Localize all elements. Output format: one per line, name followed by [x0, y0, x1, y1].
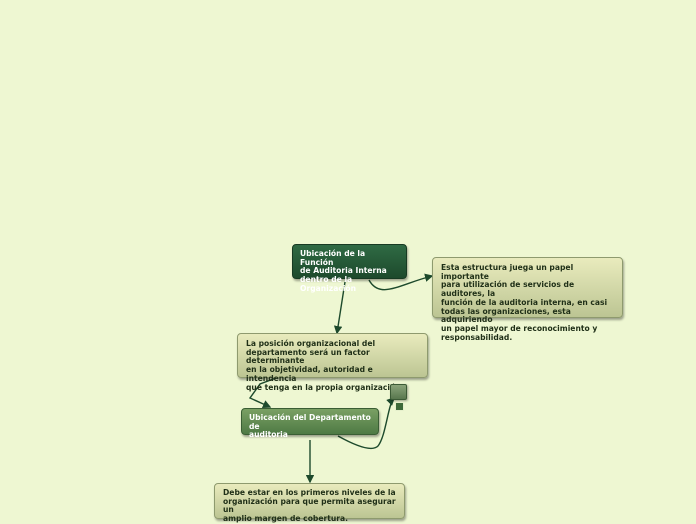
central-topic-label: Ubicación de la Función de Auditoria Int…: [300, 249, 387, 293]
central-topic[interactable]: Ubicación de la Función de Auditoria Int…: [292, 244, 407, 293]
topic-estructura[interactable]: Esta estructura juega un papel important…: [432, 257, 623, 342]
topic-niveles-label: Debe estar en los primeros niveles de la…: [223, 488, 396, 524]
topic-posicion-label: La posición organizacional del departame…: [246, 339, 404, 392]
connector-ubicacion-to-icon: [337, 397, 395, 450]
count-badge-icon: [395, 402, 404, 411]
connector-central-to-estructura: [368, 273, 434, 291]
connector-posicion-to-ubicacion: [248, 377, 277, 408]
topic-placeholder-icon[interactable]: [390, 384, 407, 400]
topic-posicion[interactable]: La posición organizacional del departame…: [237, 333, 428, 391]
topic-ubicacion-departamento-label: Ubicación del Departamento de auditoria: [249, 413, 371, 440]
connector-central-to-posicion: [333, 281, 346, 335]
topic-niveles[interactable]: Debe estar en los primeros niveles de la…: [214, 483, 405, 523]
topic-estructura-label: Esta estructura juega un papel important…: [441, 263, 608, 342]
topic-ubicacion-departamento[interactable]: Ubicación del Departamento de auditoria: [241, 408, 379, 439]
